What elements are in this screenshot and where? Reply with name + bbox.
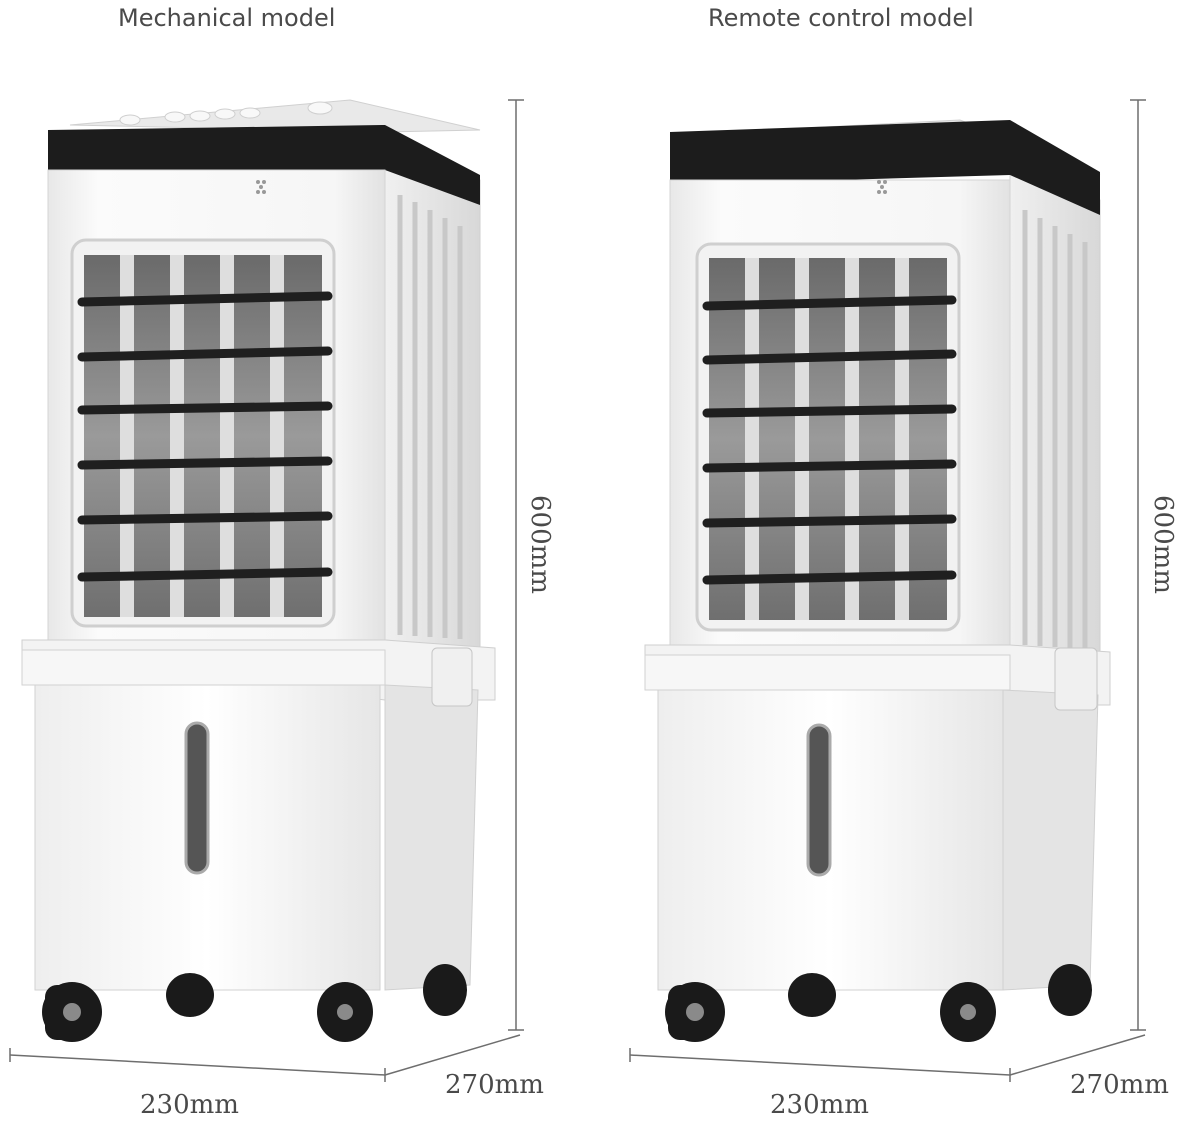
- caption-remote-control-model: Remote control model: [708, 4, 974, 32]
- depth-dimension-label: 270mm: [1070, 1070, 1169, 1100]
- height-dimension-label: 600mm: [525, 495, 555, 594]
- width-dimension-label: 230mm: [140, 1090, 239, 1120]
- caption-mechanical-model: Mechanical model: [118, 4, 336, 32]
- depth-dimension-label: 270mm: [445, 1070, 544, 1100]
- air-cooler-mechanical: [9, 99, 524, 1082]
- width-dimension-label: 230mm: [770, 1090, 869, 1120]
- air-cooler-remote: [629, 99, 1146, 1082]
- height-dimension-label: 600mm: [1148, 495, 1178, 594]
